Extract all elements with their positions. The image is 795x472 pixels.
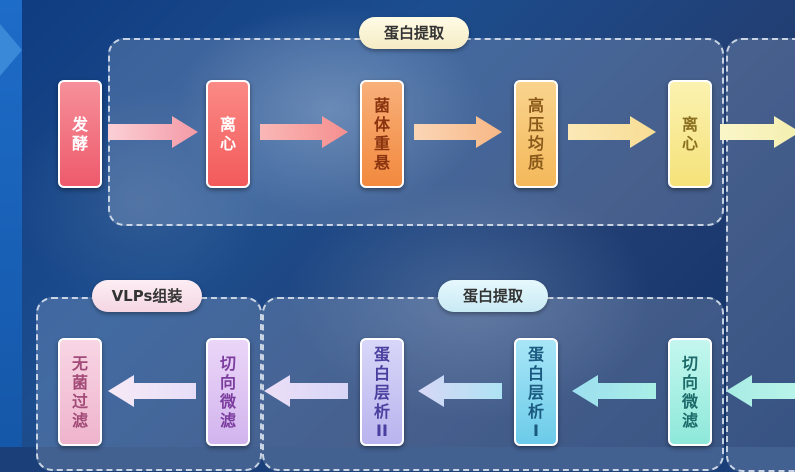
step-centrifuge-2: 离心 — [668, 80, 712, 188]
step-cell-resuspension: 菌体重悬 — [360, 80, 404, 188]
step-high-pressure-homogenization: 高压均质 — [514, 80, 558, 188]
right-connector-panel — [726, 38, 795, 472]
arrow-left-4 — [572, 375, 656, 407]
step-tangential-microfiltration-2: 切向微滤 — [206, 338, 250, 446]
step-tangential-microfiltration-1: 切向微滤 — [668, 338, 712, 446]
step-label: 切向微滤 — [681, 354, 698, 430]
step-label: 高压均质 — [527, 96, 544, 172]
corner-triangle — [0, 24, 22, 76]
step-label: 蛋白层析I — [527, 344, 544, 440]
step-label: 无菌过滤 — [71, 354, 88, 430]
left-accent-bar — [0, 0, 22, 447]
step-label: 发酵 — [71, 115, 88, 153]
arrow-left-5 — [726, 375, 795, 407]
arrow-left-1 — [108, 375, 196, 407]
step-protein-chromatography-1: 蛋白层析I — [514, 338, 558, 446]
step-centrifuge-1: 离心 — [206, 80, 250, 188]
arrow-right-4 — [568, 116, 656, 148]
top-panel-title: 蛋白提取 — [359, 17, 469, 49]
step-label: 离心 — [219, 115, 236, 153]
step-sterile-filtration: 无菌过滤 — [58, 338, 102, 446]
arrow-right-1 — [108, 116, 198, 148]
arrow-left-2 — [264, 375, 348, 407]
step-label: 离心 — [681, 115, 698, 153]
arrow-right-5 — [720, 116, 795, 148]
arrow-right-2 — [260, 116, 348, 148]
step-protein-chromatography-2: 蛋白层析II — [360, 338, 404, 446]
flow-arrows — [108, 116, 795, 407]
arrow-right-3 — [414, 116, 502, 148]
step-label: 菌体重悬 — [373, 96, 390, 172]
step-label: 蛋白层析II — [373, 344, 390, 440]
step-fermentation: 发酵 — [58, 80, 102, 188]
arrow-left-3 — [418, 375, 502, 407]
bottom-left-panel-title: VLPs组装 — [92, 280, 202, 312]
bottom-right-panel-title: 蛋白提取 — [438, 280, 548, 312]
step-label: 切向微滤 — [219, 354, 236, 430]
